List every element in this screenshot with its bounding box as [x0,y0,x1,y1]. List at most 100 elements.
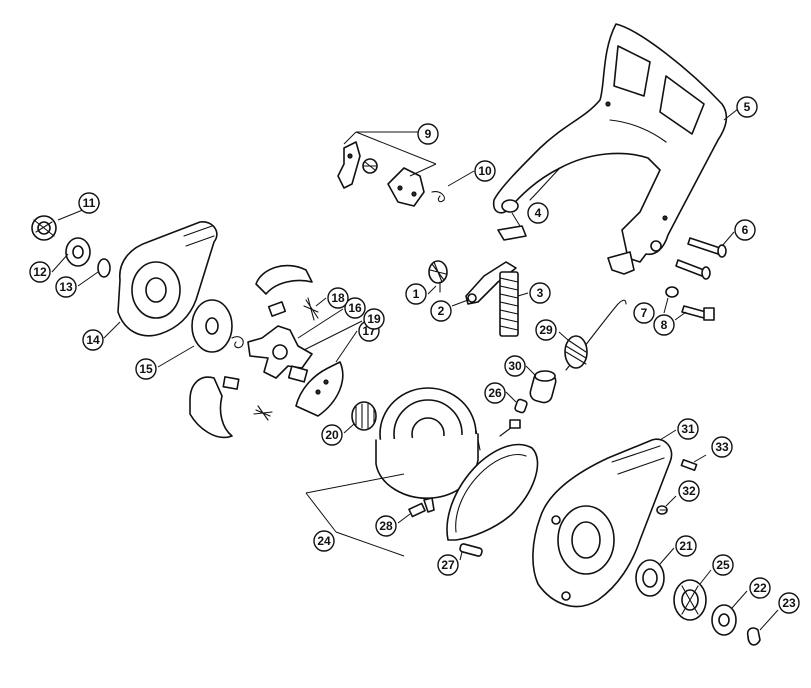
washer-part [65,237,91,267]
clutch-shoe-part [255,264,313,295]
callout-label: 22 [753,581,767,595]
nut-part [31,215,57,241]
callout-22: 22 [749,577,771,599]
callout-label: 11 [83,196,96,210]
washer-part [665,286,679,298]
callout-20: 20 [321,424,343,446]
callout-label: 29 [539,323,553,337]
brake-spring-part [564,299,627,371]
callout-label: 28 [379,519,393,533]
callout-label: 6 [742,223,749,237]
callout-29: 29 [535,319,557,341]
callout-16: 16 [344,297,366,319]
callout-25: 25 [712,554,734,576]
callout-10: 10 [474,160,496,182]
callout-28: 28 [375,515,397,537]
callout-label: 9 [425,127,432,141]
callout-label: 4 [535,206,542,220]
hand-guard-part [492,23,728,275]
callout-label: 19 [367,312,381,326]
needle-cage-part [351,401,377,431]
callout-33: 33 [711,436,733,458]
coil-spring-part [499,271,519,337]
e-clip-part [746,627,761,646]
callout-label: 16 [348,301,362,315]
clutch-spring-part [253,405,273,421]
clutch-drum-part [375,387,481,499]
callout-label: 7 [641,306,648,320]
callout-8: 8 [653,314,675,336]
callout-2: 2 [430,300,452,322]
callout-label: 2 [438,304,445,318]
callout-label: 24 [317,534,331,548]
callout-7: 7 [633,302,655,324]
callout-5: 5 [736,96,758,118]
callout-6: 6 [734,219,756,241]
small-pin-part [459,543,483,557]
callout-label: 27 [441,558,455,572]
sprocket-cover-part [532,438,673,608]
callout-label: 14 [86,333,100,347]
clutch-shoe-part [189,376,240,439]
callout-15: 15 [135,358,157,380]
callout-3: 3 [529,282,551,304]
callout-12: 12 [29,261,51,283]
bolt-part [675,259,711,280]
callout-label: 20 [325,428,339,442]
callout-label: 25 [716,558,730,572]
clutch-cover-part [117,221,218,337]
sleeve-part [529,370,557,404]
pin-part [408,497,435,518]
screw-part [680,458,698,472]
callout-label: 5 [744,100,751,114]
pad-part [497,225,527,241]
callout-27: 27 [437,554,459,576]
callout-31: 31 [677,418,699,440]
small-sleeve-part [514,398,528,414]
callout-label: 1 [413,287,420,301]
callout-1: 1 [405,283,427,305]
callout-21: 21 [675,535,697,557]
rim-sprocket-part [635,559,665,597]
callout-32: 32 [678,480,700,502]
callout-19: 19 [363,308,385,330]
callout-4: 4 [527,202,549,224]
disc-washer-part [191,299,233,353]
callout-label: 15 [139,362,153,376]
bolt-part [681,305,715,321]
callout-11: 11 [78,192,100,214]
callout-30: 30 [504,355,526,377]
callout-18: 18 [327,287,349,309]
brake-lever-part [337,141,445,207]
callout-label: 31 [681,422,695,436]
callout-23: 23 [778,592,800,614]
clutch-carrier-part [247,301,313,383]
callout-label: 26 [488,386,502,400]
callout-label: 30 [508,359,522,373]
callout-13: 13 [55,276,77,298]
washer-part [711,604,737,636]
clutch-spring-part [303,297,319,321]
callout-9: 9 [417,123,439,145]
callout-label: 21 [679,539,693,553]
callout-label: 13 [59,280,73,294]
bolt-part [687,237,727,258]
callout-label: 3 [537,286,544,300]
callout-label: 23 [782,596,796,610]
clip-part [231,336,244,349]
callout-label: 18 [331,291,345,305]
clutch-shoe-part [295,361,344,417]
callout-label: 8 [661,318,668,332]
callout-26: 26 [484,382,506,404]
callout-label: 12 [33,265,47,279]
brake-band-part [446,419,539,541]
callout-label: 10 [478,164,492,178]
bearing-part [97,258,111,278]
screw-part [656,505,668,515]
callout-14: 14 [82,329,104,351]
torsion-spring-part [428,260,448,293]
leader-lines [51,108,779,631]
sprocket-part [673,579,707,621]
callout-24: 24 [313,530,335,552]
